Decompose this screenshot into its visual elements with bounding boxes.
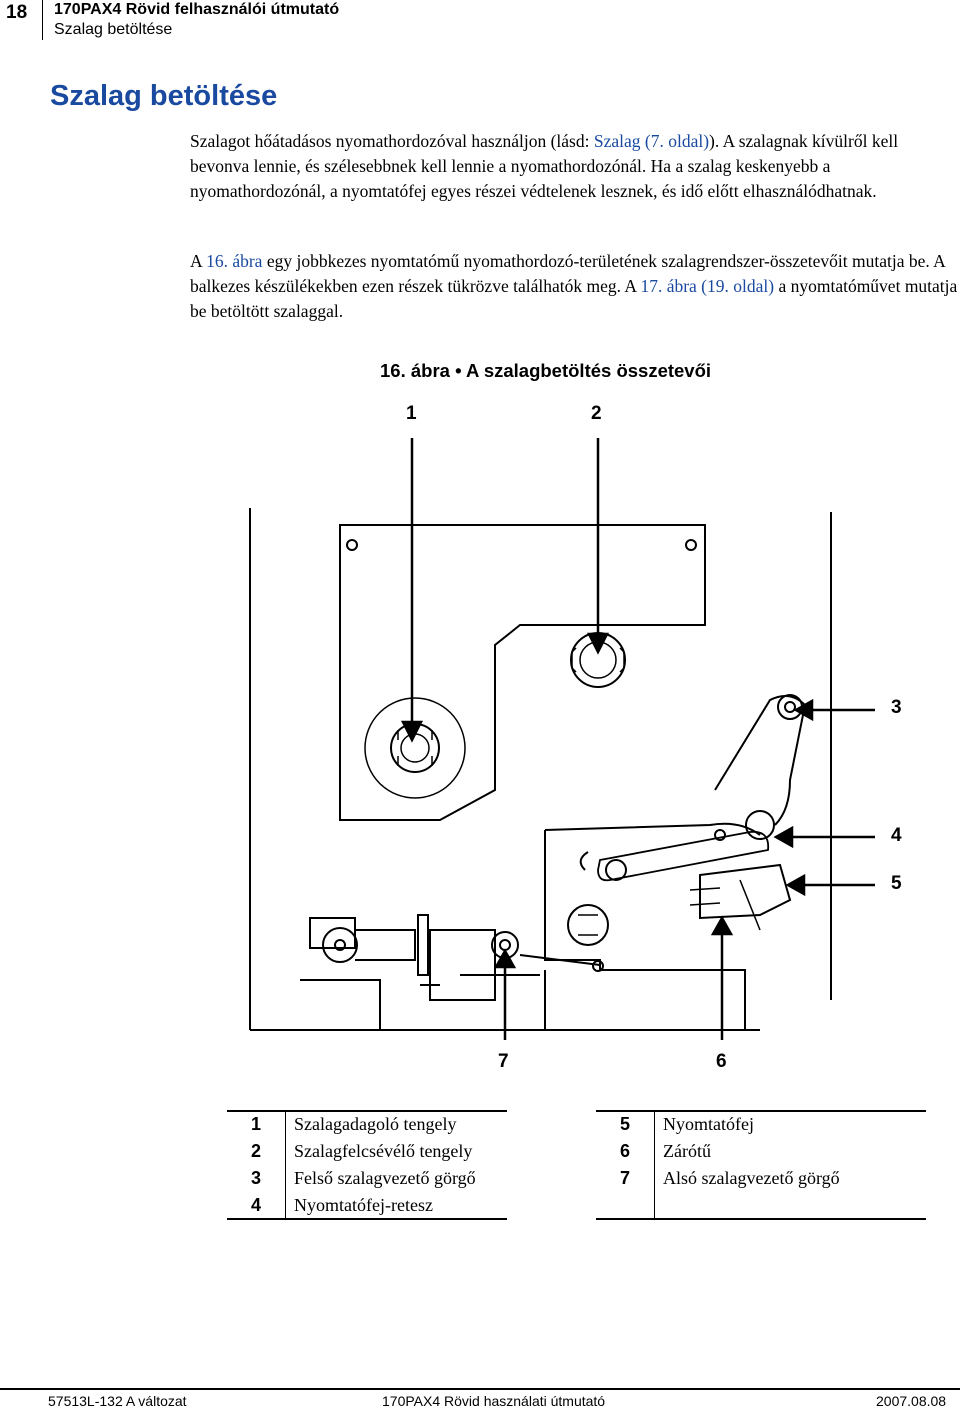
footer-rule [0, 1388, 960, 1390]
callout-2: 2 [591, 403, 602, 424]
legend-row: 3 Felső szalagvezető görgő [227, 1165, 476, 1192]
legend-row: 7 Alsó szalagvezető görgő [596, 1165, 840, 1192]
legend-number: 3 [227, 1165, 286, 1192]
callout-5: 5 [891, 873, 902, 894]
legend-number: 6 [596, 1138, 655, 1165]
legend-right-bottom-rule [596, 1218, 926, 1220]
running-header-section: Szalag betöltése [54, 21, 173, 38]
legend-label-empty [655, 1192, 840, 1219]
para2-text-a: A [190, 251, 207, 271]
legend-number: 1 [227, 1111, 286, 1138]
figure-intro-paragraph: A 16. ábra egy jobbkezes nyomtatómű nyom… [190, 249, 960, 324]
legend-label: Alsó szalagvezető görgő [663, 1168, 840, 1188]
link-figure-16[interactable]: 16. ábra [206, 251, 263, 271]
legend-label: Szalagadagoló tengely [294, 1114, 457, 1134]
legend-table-right: 5 Nyomtatófej 6 Zárótű 7 Alsó szalagvezető … [596, 1111, 840, 1219]
para2-text-c: a nyomtatóművet mutatja be betöltött sza… [190, 276, 958, 321]
legend-left-top-rule [227, 1110, 507, 1112]
page-number: 18 [6, 2, 28, 23]
link-figure-17[interactable]: 17. ábra (19. oldal) [640, 276, 775, 296]
para1-text-a: Szalagot hőátadásos nyomathordozóval has… [190, 131, 594, 151]
callout-6: 6 [716, 1051, 727, 1072]
legend-row: 5 Nyomtatófej [596, 1111, 840, 1138]
legend-table-left: 1 Szalagadagoló tengely 2 Szalagfelcsévélő… [227, 1111, 476, 1219]
legend-row: 4 Nyomtatófej-retesz [227, 1192, 476, 1219]
legend-label: Nyomtatófej [663, 1114, 754, 1134]
legend-left-bottom-rule [227, 1218, 507, 1220]
legend-number: 7 [596, 1165, 655, 1192]
legend-right-top-rule [596, 1110, 926, 1112]
para1-text-b: ). A szalagnak kívülről kell bevonva len… [190, 131, 899, 201]
legend-label: Zárótű [663, 1141, 711, 1161]
legend-row-empty [596, 1192, 840, 1219]
section-title: Szalag betöltése [50, 80, 278, 112]
footer-doc-number: 57513L-132 A változat [48, 1393, 187, 1409]
link-szalag[interactable]: Szalag (7. oldal) [593, 131, 710, 151]
legend-label: Felső szalagvezető görgő [294, 1168, 476, 1188]
footer-date: 2007.08.08 [876, 1393, 947, 1409]
legend-row: 2 Szalagfelcsévélő tengely [227, 1138, 476, 1165]
legend-number: 4 [227, 1192, 286, 1219]
intro-paragraph: Szalagot hőátadásos nyomathordozóval has… [190, 129, 960, 204]
header-divider [42, 0, 43, 40]
para2-text-b: egy jobbkezes nyomtatómű nyomathordozó-t… [190, 251, 945, 296]
footer-doc-title: 170PAX4 Rövid használati útmutató [382, 1393, 606, 1409]
legend-number-empty [596, 1192, 655, 1219]
callout-4: 4 [891, 825, 902, 846]
callout-3: 3 [891, 697, 902, 718]
legend-label: Nyomtatófej-retesz [294, 1195, 433, 1215]
callout-7: 7 [498, 1051, 509, 1072]
figure-caption: 16. ábra • A szalagbetöltés összetevői [380, 360, 712, 381]
legend-number: 2 [227, 1138, 286, 1165]
legend-row: 6 Zárótű [596, 1138, 840, 1165]
legend-number: 5 [596, 1111, 655, 1138]
legend-row: 1 Szalagadagoló tengely [227, 1111, 476, 1138]
running-header-title: 170PAX4 Rövid felhasználói útmutató [54, 1, 340, 18]
callout-1: 1 [406, 403, 417, 424]
legend-label: Szalagfelcsévélő tengely [294, 1141, 473, 1161]
